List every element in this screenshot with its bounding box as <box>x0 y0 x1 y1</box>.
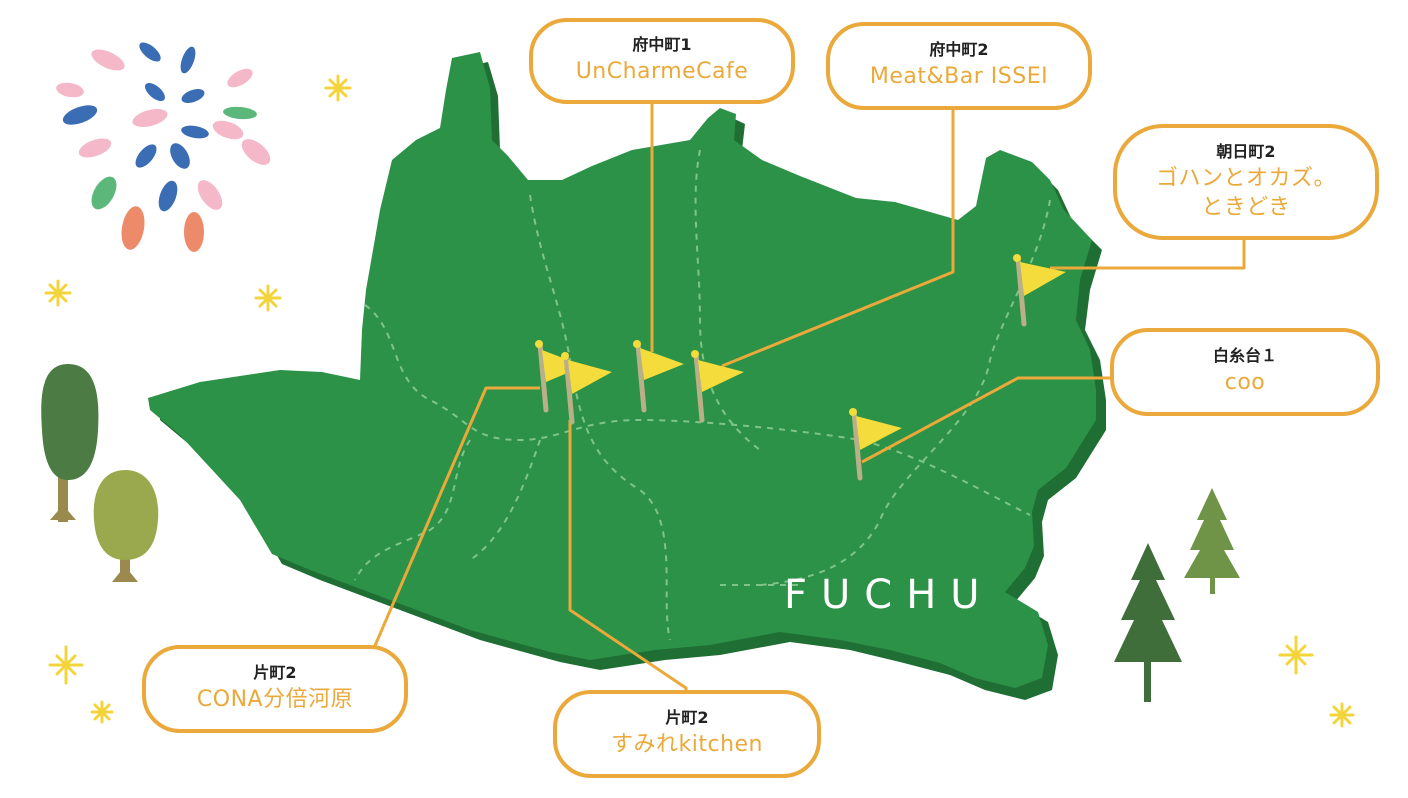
map-land <box>148 52 1096 688</box>
callout-sumire[interactable]: 片町2 すみれkitchen <box>553 690 821 778</box>
callout-coo[interactable]: 白糸台１ coo <box>1110 328 1380 416</box>
fireworks-decoration <box>56 42 271 252</box>
flag-marker <box>691 350 744 423</box>
flag-marker <box>1013 254 1066 327</box>
callout-shop-name: Meat&Bar ISSEI <box>869 64 1049 90</box>
sparkles-decoration <box>44 74 1355 728</box>
flag-marker <box>633 340 684 413</box>
callout-shop-name: すみれkitchen <box>611 732 763 758</box>
leader-line-gohan <box>1050 240 1246 270</box>
tree-decoration-left <box>41 364 159 582</box>
callout-area-label: 片町2 <box>665 708 709 728</box>
flag-marker <box>535 340 584 413</box>
callout-area-label: 片町2 <box>253 663 297 683</box>
callout-uncharmecafe[interactable]: 府中町1 UnCharmeCafe <box>529 18 795 104</box>
leader-line-coo <box>861 376 1110 464</box>
callout-cona[interactable]: 片町2 CONA分倍河原 <box>142 645 408 733</box>
tree-decoration-right <box>1114 488 1240 702</box>
leader-line-issei <box>721 110 955 368</box>
callout-shop-name: UnCharmeCafe <box>575 59 749 85</box>
callout-shop-name: CONA分倍河原 <box>196 687 354 713</box>
leader-lines <box>372 104 1246 690</box>
callout-area-label: 府中町1 <box>632 35 692 55</box>
flag-marker <box>849 408 902 481</box>
map-label: FUCHU <box>784 572 994 618</box>
leader-line-cona <box>372 386 540 649</box>
callout-area-label: 朝日町2 <box>1216 141 1276 161</box>
callout-area-label: 白糸台１ <box>1212 346 1277 366</box>
map-roads <box>354 149 1051 641</box>
callout-shop-name: ゴハンとオカズ。 ときどき <box>1155 166 1336 220</box>
callout-area-label: 府中町2 <box>929 40 989 60</box>
leader-line-sumire <box>568 420 688 690</box>
callout-gohan[interactable]: 朝日町2 ゴハンとオカズ。 ときどき <box>1113 124 1379 240</box>
callout-issei[interactable]: 府中町2 Meat&Bar ISSEI <box>826 22 1092 110</box>
flag-marker <box>561 352 612 425</box>
map-flags <box>535 254 1066 481</box>
callout-shop-name: coo <box>1224 370 1266 396</box>
